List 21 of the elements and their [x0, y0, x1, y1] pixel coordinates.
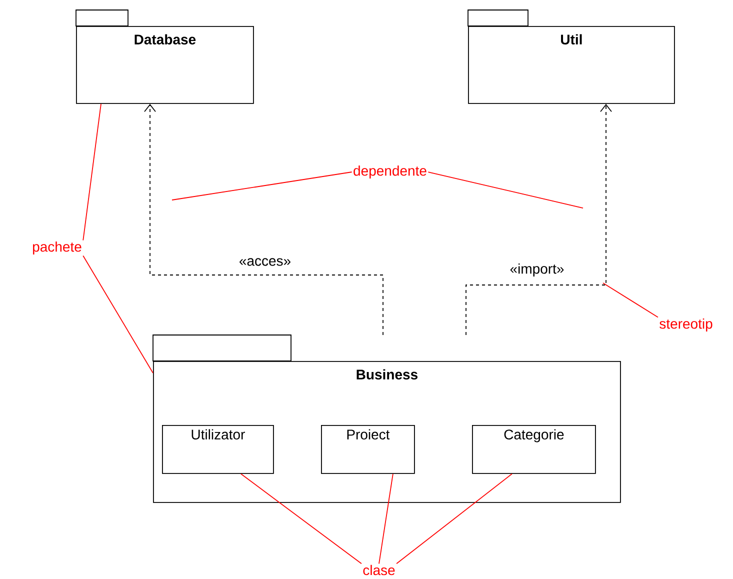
leader-line — [82, 255, 154, 374]
class-box: Categorie — [472, 425, 596, 474]
leader-line — [240, 473, 362, 564]
annotation-label: stereotip — [660, 318, 712, 332]
leader-line — [378, 473, 394, 564]
edge-label: «import» — [508, 262, 566, 278]
annotation-label: dependente — [354, 165, 426, 179]
annotation-label: pachete — [33, 241, 82, 255]
edge-label: «acces» — [238, 257, 292, 267]
leader-line — [602, 282, 658, 318]
package-box: Database — [76, 10, 254, 104]
leader-line — [396, 473, 512, 564]
leader-line — [172, 172, 352, 200]
leader-line — [428, 172, 584, 208]
class-box: Utilizator — [162, 425, 274, 474]
dependency-arrow — [466, 104, 612, 336]
dependency-arrow — [144, 104, 384, 336]
package-box: Util — [468, 10, 675, 104]
class-box: Proiect — [321, 425, 415, 474]
annotation-label: clase — [363, 564, 395, 576]
leader-line — [82, 103, 102, 241]
